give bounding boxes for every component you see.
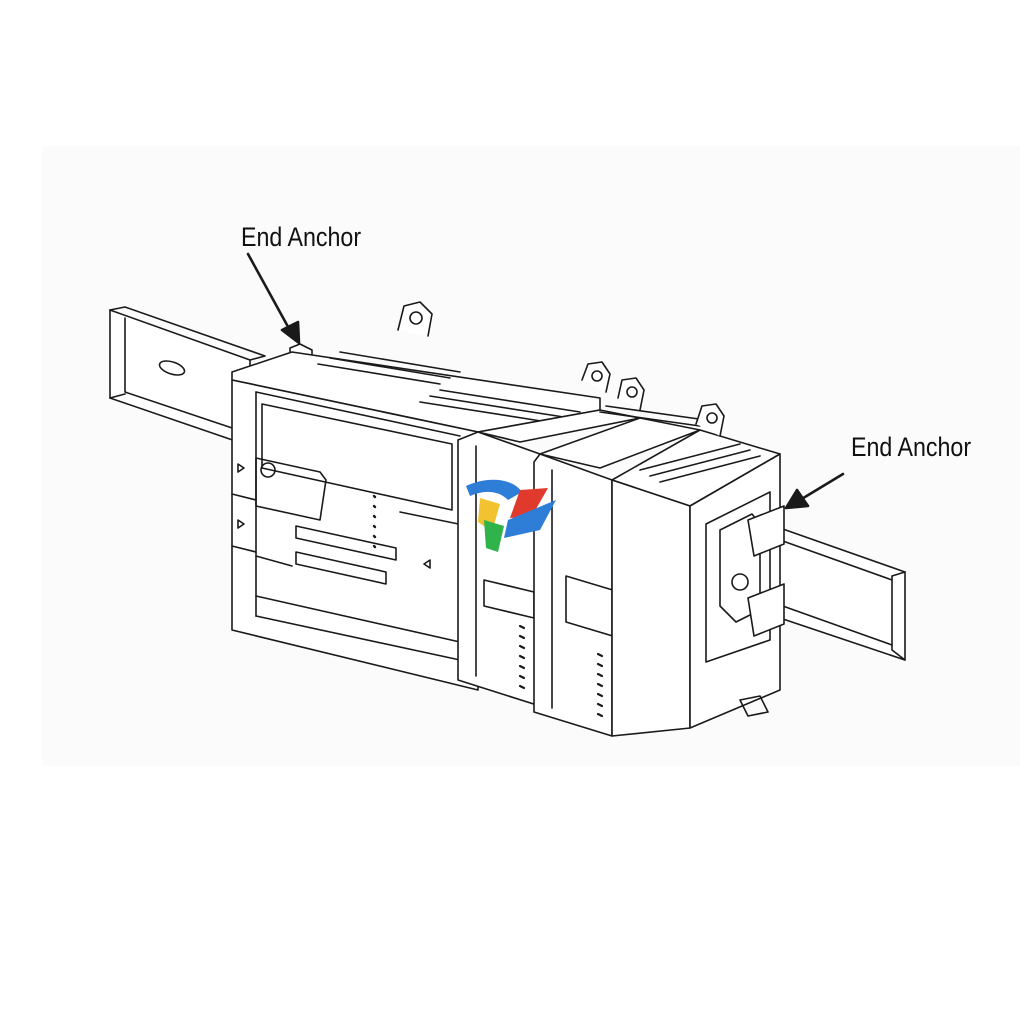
callout-arrow-right	[784, 472, 845, 510]
callout-label-left: End Anchor	[241, 222, 362, 252]
callout-arrow-left	[246, 252, 301, 345]
controller-module	[231, 301, 601, 691]
end-cap-module	[611, 403, 785, 737]
expansion-module-2	[533, 377, 707, 737]
callout-label-right: End Anchor	[851, 432, 972, 462]
din-rail	[109, 306, 906, 661]
watermark-logo	[466, 479, 556, 552]
